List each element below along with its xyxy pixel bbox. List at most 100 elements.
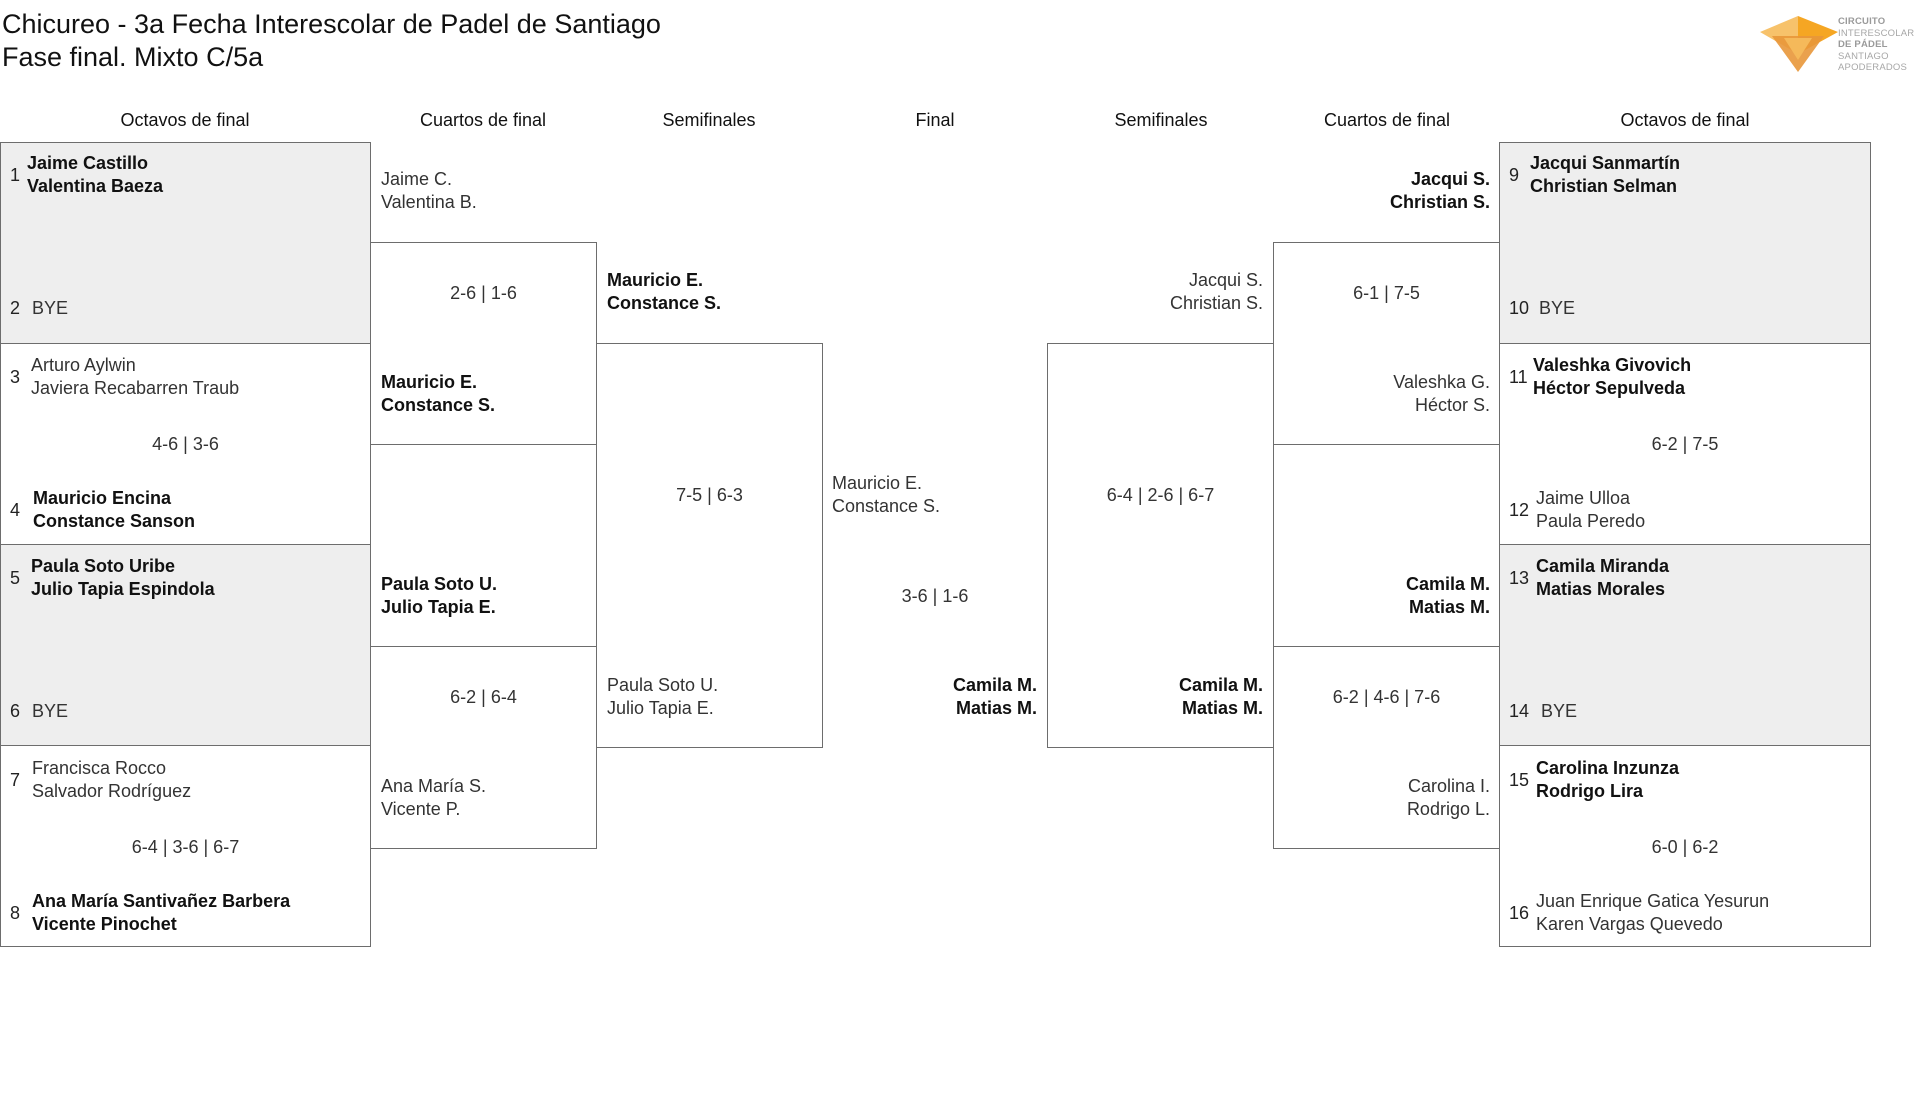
- title-line-2: Fase final. Mixto C/5a: [2, 42, 264, 72]
- seed-number: 15: [1509, 770, 1530, 790]
- team-name: Paula Soto U. Julio Tapia E.: [607, 674, 718, 720]
- seed-number: 7: [10, 770, 21, 790]
- team-name: Juan Enrique Gatica Yesurun Karen Vargas…: [1536, 890, 1769, 936]
- player-name: Carolina I.: [1407, 776, 1490, 796]
- player-name: Jacqui S.: [1410, 169, 1490, 189]
- player-name: Jaime C.: [381, 169, 453, 189]
- player-name: Valentina B.: [381, 192, 477, 212]
- player-name: Camila Miranda: [1536, 556, 1670, 576]
- player-name: Javiera Recabarren Traub: [31, 378, 240, 398]
- match-score: 6-0 | 6-2: [1651, 837, 1719, 857]
- team-name: Jacqui S. Christian S.: [1170, 269, 1263, 315]
- player-name: Paula Soto U.: [607, 675, 719, 695]
- match-r16-1: [0, 142, 371, 344]
- player-name: Paula Soto U.: [381, 574, 498, 594]
- player-name: Matias M.: [1181, 698, 1263, 718]
- player-name: Matias M.: [1408, 597, 1490, 617]
- team-name: Jacqui S. Christian S.: [1390, 168, 1490, 214]
- player-name: Vicente P.: [381, 799, 461, 819]
- player-name: Christian S.: [1389, 192, 1490, 212]
- player-name: Christian S.: [1169, 293, 1263, 313]
- team-name: Paula Soto U. Julio Tapia E.: [381, 573, 497, 619]
- seed-number: 14: [1509, 701, 1530, 721]
- match-score: 6-2 | 4-6 | 7-6: [1332, 687, 1441, 707]
- team-name: Jaime Castillo Valentina Baeza: [27, 152, 163, 198]
- header-final: Final: [915, 110, 955, 130]
- player-name: Valeshka Givovich: [1533, 355, 1692, 375]
- seed-number: 11: [1509, 367, 1528, 387]
- team-name: Paula Soto Uribe Julio Tapia Espindola: [31, 555, 215, 601]
- title-line-1: Chicureo - 3a Fecha Interescolar de Pade…: [2, 9, 661, 39]
- team-name: Mauricio E. Constance S.: [832, 472, 940, 518]
- team-name: Carolina I. Rodrigo L.: [1407, 775, 1490, 821]
- bye-label: BYE: [1539, 298, 1576, 318]
- seed-number: 1: [10, 165, 21, 185]
- seed-number: 5: [10, 568, 21, 588]
- player-name: Jacqui Sanmartín: [1530, 153, 1681, 173]
- player-name: Vicente Pinochet: [32, 914, 177, 934]
- player-name: Jaime Ulloa: [1536, 488, 1631, 508]
- player-name: Héctor S.: [1414, 395, 1490, 415]
- team-name: Mauricio E. Constance S.: [381, 371, 495, 417]
- seed-number: 9: [1509, 165, 1520, 185]
- player-name: Francisca Rocco: [32, 758, 167, 778]
- match-score: 2-6 | 1-6: [450, 283, 517, 303]
- match-score: 6-1 | 7-5: [1353, 283, 1420, 303]
- match-r16-5: [1499, 142, 1871, 344]
- circuit-logo-icon: [1760, 16, 1838, 72]
- header-left-round-of-16: Octavos de final: [120, 110, 250, 130]
- match-score: 7-5 | 6-3: [676, 485, 743, 505]
- player-name: Juan Enrique Gatica Yesurun: [1536, 891, 1770, 911]
- player-name: Constance S.: [381, 395, 496, 415]
- team-name: Carolina Inzunza Rodrigo Lira: [1536, 757, 1679, 803]
- player-name: Mauricio E.: [607, 270, 704, 290]
- player-name: Carolina Inzunza: [1536, 758, 1680, 778]
- team-name: Mauricio Encina Constance Sanson: [33, 487, 195, 533]
- match-score: 4-6 | 3-6: [152, 434, 219, 454]
- logo-text: CIRCUITO INTERESCOLAR DE PÁDEL SANTIAGO …: [1838, 16, 1914, 74]
- seed-number: 6: [10, 701, 21, 721]
- player-name: Matias Morales: [1536, 579, 1666, 599]
- header-right-semifinals: Semifinales: [1114, 110, 1208, 130]
- seed-number: 4: [10, 500, 21, 520]
- seed-number: 10: [1509, 298, 1530, 318]
- player-name: Constance S.: [832, 496, 941, 516]
- match-sf-2: [1047, 343, 1274, 748]
- final-score: 3-6 | 1-6: [901, 586, 969, 606]
- player-name: Mauricio Encina: [33, 488, 172, 508]
- match-score: 6-2 | 6-4: [450, 687, 517, 707]
- team-name: Camila M. Matias M.: [1406, 573, 1490, 619]
- player-name: Camila M.: [1178, 675, 1263, 695]
- team-name: Arturo Aylwin Javiera Recabarren Traub: [31, 354, 239, 400]
- player-name: Jaime Castillo: [27, 153, 149, 173]
- team-name: Camila M. Matias M.: [1179, 674, 1263, 720]
- header-left-quarterfinals: Cuartos de final: [419, 110, 547, 130]
- team-name: Jaime C. Valentina B.: [381, 168, 477, 214]
- seed-number: 16: [1509, 903, 1530, 923]
- team-name: Jaime Ulloa Paula Peredo: [1536, 487, 1645, 533]
- player-name: Julio Tapia E.: [607, 698, 714, 718]
- bye-label: BYE: [32, 701, 69, 721]
- team-name: Camila Miranda Matias Morales: [1536, 555, 1669, 601]
- team-name: Valeshka G. Héctor S.: [1393, 371, 1490, 417]
- seed-number: 13: [1509, 568, 1530, 588]
- team-name: Ana María S. Vicente P.: [381, 775, 486, 821]
- player-name: Rodrigo L.: [1406, 799, 1490, 819]
- team-name: Ana María Santivañez Barbera Vicente Pin…: [32, 890, 290, 936]
- match-score: 6-4 | 3-6 | 6-7: [131, 837, 240, 857]
- logo-line-2: INTERESCOLAR: [1838, 27, 1915, 39]
- player-name: Constance Sanson: [33, 511, 196, 531]
- team-name: Valeshka Givovich Héctor Sepulveda: [1533, 354, 1691, 400]
- seed-number: 3: [10, 367, 21, 387]
- player-name: Julio Tapia E.: [381, 597, 496, 617]
- player-name: Paula Peredo: [1536, 511, 1646, 531]
- header-left-semifinals: Semifinales: [662, 110, 756, 130]
- seed-number: 2: [10, 298, 21, 318]
- bye-label: BYE: [1541, 701, 1578, 721]
- player-name: Constance S.: [607, 293, 722, 313]
- team-name: Francisca Rocco Salvador Rodríguez: [32, 757, 191, 803]
- player-name: Mauricio E.: [381, 372, 478, 392]
- player-name: Salvador Rodríguez: [32, 781, 192, 801]
- match-score: 6-2 | 7-5: [1651, 434, 1719, 454]
- player-name: Héctor Sepulveda: [1533, 378, 1686, 398]
